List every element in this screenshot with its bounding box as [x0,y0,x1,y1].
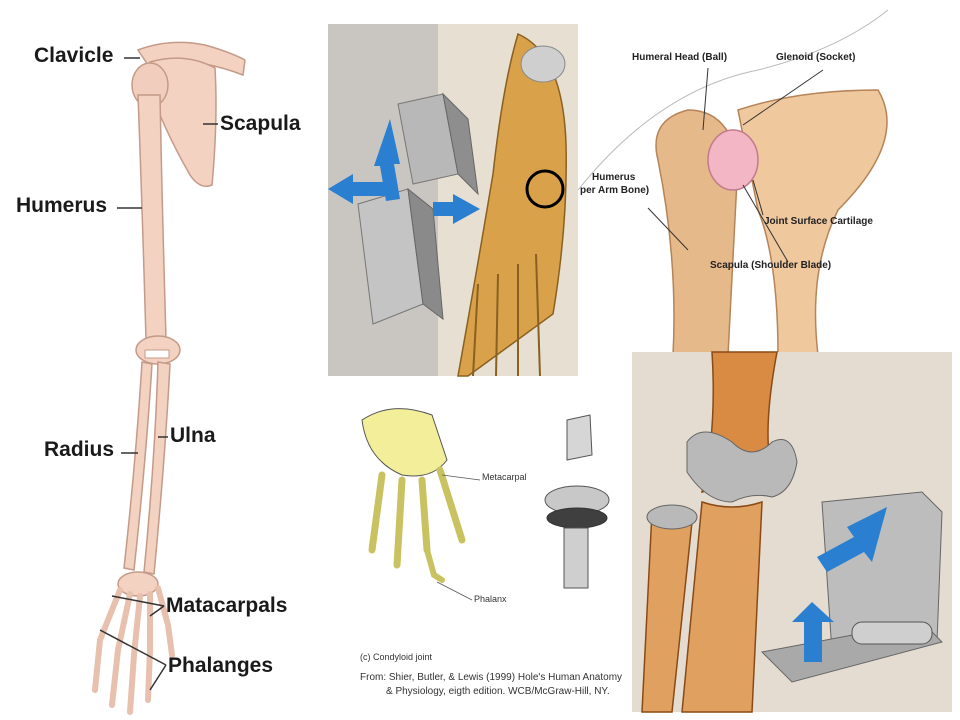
hinge-joint-image [632,351,952,713]
cartilage-label: Joint Surface Cartilage [764,216,873,227]
radius-label: Radius [44,438,115,461]
clavicle-label: Clavicle [34,44,114,67]
upper-arm-label: per Arm Bone) [580,185,650,196]
condyloid-illustration [361,408,610,601]
condyloid-caption: (c) Condyloid joint [360,652,433,662]
gliding-joint-image [328,24,578,377]
shoulder-joint-diagram: Humeral Head (Ball) Glenoid (Socket) Hum… [577,9,960,356]
phalanx-label: Phalanx [474,594,507,604]
ulna-label: Ulna [170,424,216,447]
arm-bones-illustration [92,41,246,715]
condyloid-joint-diagram: Metacarpal Phalanx (c) Condyloid joint F… [352,400,622,712]
scapula-label: Scapula [220,112,301,135]
humerus-label-shoulder: Humerus [592,172,636,183]
arm-skeleton-diagram: Clavicle Scapula Humerus Radius Ulna Mat… [0,0,320,720]
metacarpals-label: Matacarpals [166,594,288,617]
humeral-head-label: Humeral Head (Ball) [632,52,728,63]
humerus-label: Humerus [16,194,108,217]
hinge-joint-illustration [641,351,943,713]
phalanges-label: Phalanges [168,654,274,677]
metacarpal-label: Metacarpal [482,472,527,482]
credit-line-1: From: Shier, Butler, & Lewis (1999) Hole… [360,672,623,683]
gliding-joint-illustration [328,24,578,377]
shoulder-illustration [577,9,889,356]
credit-line-2: & Physiology, eigth edition. WCB/McGraw-… [386,686,610,697]
glenoid-label: Glenoid (Socket) [776,52,856,63]
scapula-shoulder-label: Scapula (Shoulder Blade) [710,260,832,271]
